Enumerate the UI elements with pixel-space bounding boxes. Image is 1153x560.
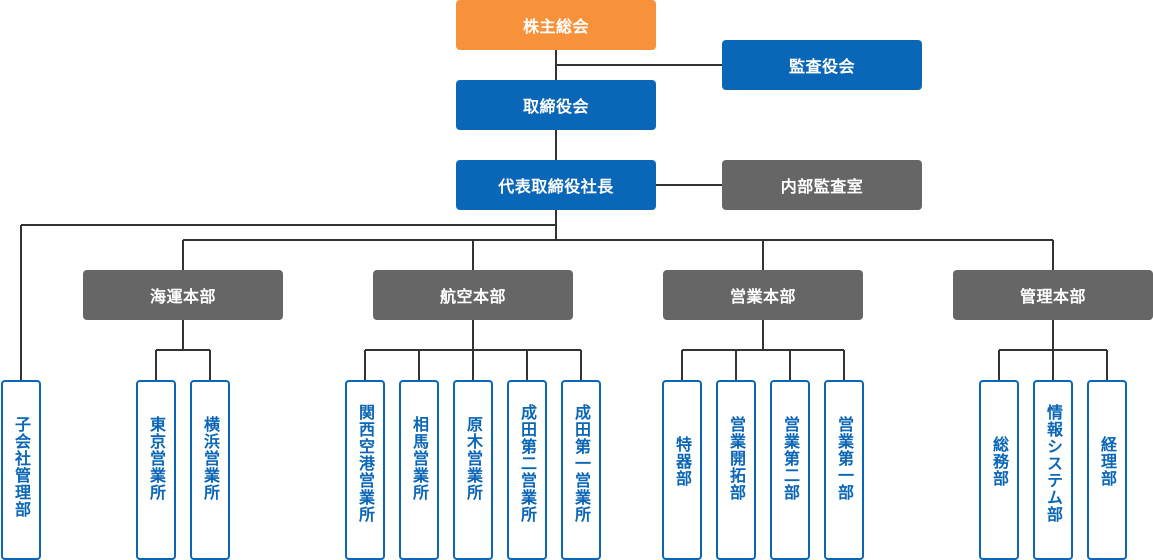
auditors-board-label: 監査役会 [788,57,855,76]
unit-special-equipment-dept: 特器部 [662,380,702,560]
president-box: 代表取締役社長 [456,160,656,210]
unit-label: 総務部 [990,436,1009,487]
unit-tokyo-office: 東京営業所 [136,380,176,560]
unit-label: 東京営業所 [147,416,166,501]
marine-division-label: 海運本部 [149,287,216,306]
unit-label: 成田第一営業所 [572,404,591,523]
admin-division-label: 管理本部 [1019,287,1086,306]
shareholders-meeting-box: 株主総会 [456,0,656,50]
unit-label: 営業開拓部 [727,416,746,501]
marine-division-box: 海運本部 [83,270,283,320]
unit-label: 横浜営業所 [201,416,220,501]
internal-audit-label: 内部監査室 [780,177,864,196]
unit-sales-second-dept: 営業第二部 [770,380,810,560]
unit-label: 成田第二営業所 [518,404,537,523]
unit-sales-development-dept: 営業開拓部 [716,380,756,560]
unit-yokohama-office: 横浜営業所 [190,380,230,560]
unit-accounting-dept: 経理部 [1087,380,1127,560]
air-division-label: 航空本部 [439,287,506,306]
unit-label: 子会社管理部 [12,416,31,518]
unit-subsidiary-management: 子会社管理部 [1,380,41,560]
unit-kansai-airport-office: 関西空港営業所 [345,380,385,560]
unit-label: 相馬営業所 [410,416,429,501]
unit-label: 原木営業所 [464,416,483,501]
unit-label: 特器部 [673,436,692,487]
board-of-directors-label: 取締役会 [522,97,589,116]
admin-division-box: 管理本部 [953,270,1153,320]
unit-information-systems-dept: 情報システム部 [1033,380,1073,560]
unit-baraki-office: 原木営業所 [453,380,493,560]
unit-label: 関西空港営業所 [356,404,375,523]
unit-general-affairs-dept: 総務部 [979,380,1019,560]
unit-sales-first-dept: 営業第一部 [824,380,864,560]
unit-label: 情報システム部 [1044,404,1063,523]
unit-narita-first-office: 成田第一営業所 [561,380,601,560]
unit-narita-second-office: 成田第二営業所 [507,380,547,560]
air-division-box: 航空本部 [373,270,573,320]
board-of-directors-box: 取締役会 [456,80,656,130]
sales-division-label: 営業本部 [729,287,796,306]
unit-label: 経理部 [1098,436,1117,487]
unit-label: 営業第二部 [781,416,800,501]
president-label: 代表取締役社長 [498,177,614,196]
internal-audit-box: 内部監査室 [722,160,922,210]
sales-division-box: 営業本部 [663,270,863,320]
unit-soma-office: 相馬営業所 [399,380,439,560]
auditors-board-box: 監査役会 [722,40,922,90]
shareholders-meeting-label: 株主総会 [522,17,589,36]
unit-label: 営業第一部 [835,416,854,501]
